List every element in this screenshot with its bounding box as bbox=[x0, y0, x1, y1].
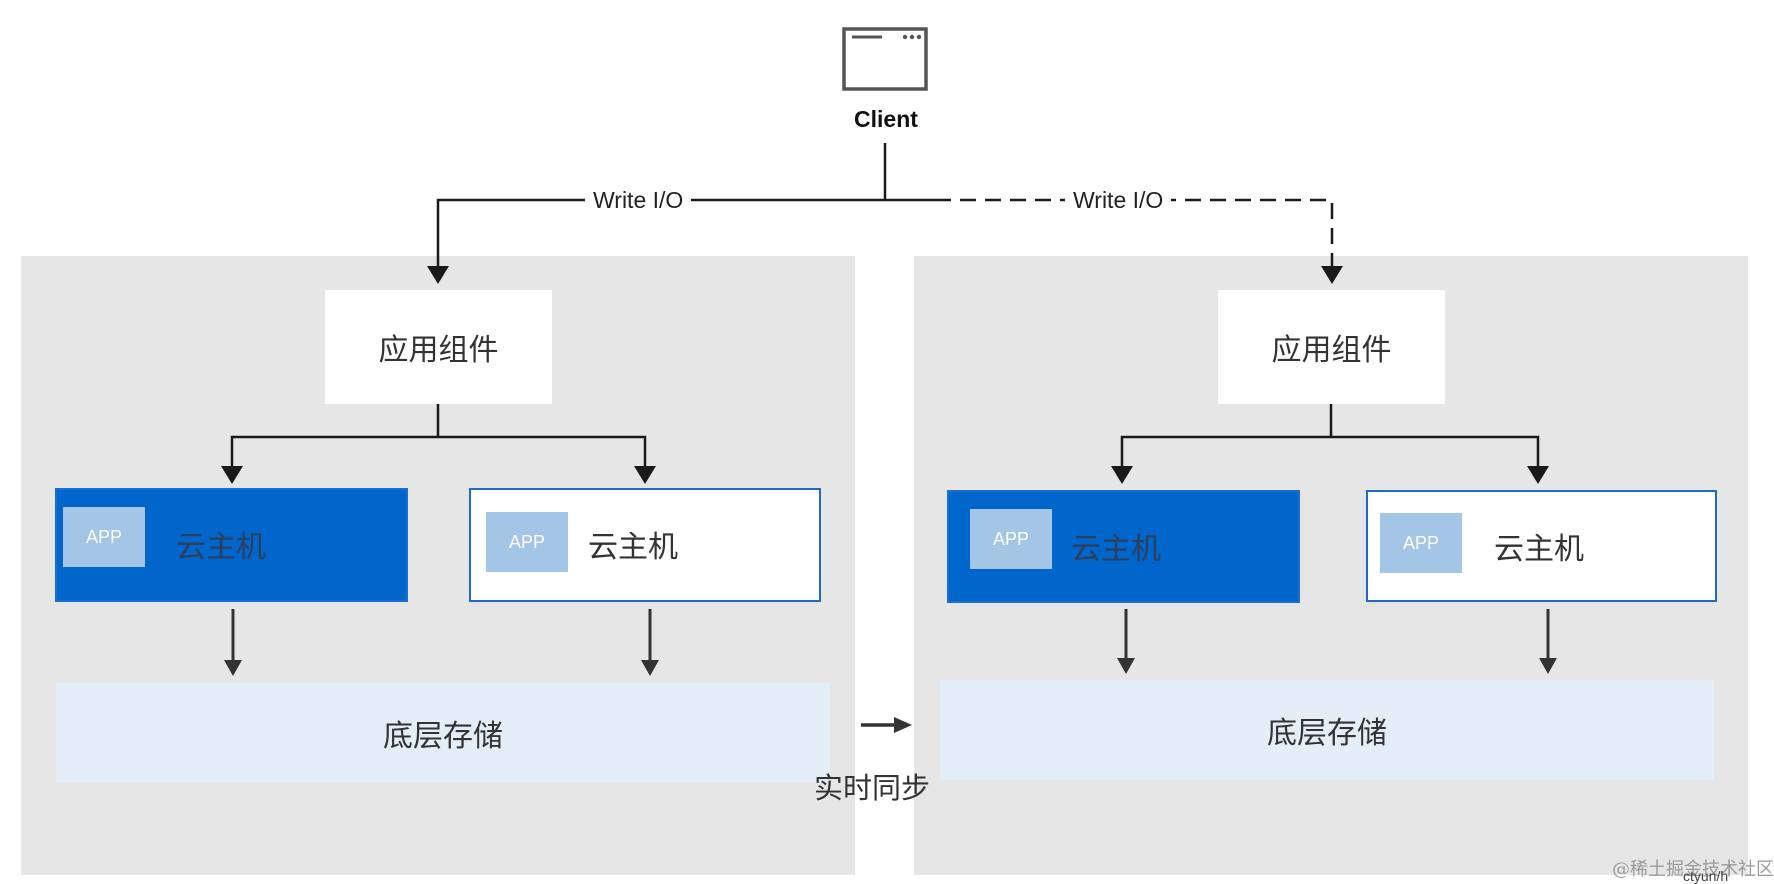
vm-label: 云主机 bbox=[176, 530, 266, 565]
app-tag: APP bbox=[63, 507, 145, 567]
watermark: @稀土掘金技术社区 bbox=[1612, 859, 1774, 880]
app-tag: APP bbox=[970, 509, 1052, 569]
vm-label: 云主机 bbox=[588, 530, 678, 565]
vm-label: 云主机 bbox=[1071, 532, 1161, 567]
secondary-vm-1: APP 云主机 bbox=[947, 490, 1300, 603]
vm-label: 云主机 bbox=[1494, 532, 1584, 567]
app-tag: APP bbox=[486, 512, 568, 572]
secondary-app-component: 应用组件 bbox=[1218, 290, 1445, 404]
primary-vm-2: APP 云主机 bbox=[469, 488, 821, 602]
primary-vm-1: APP 云主机 bbox=[55, 488, 408, 602]
primary-storage: 底层存储 bbox=[56, 683, 830, 782]
primary-app-component: 应用组件 bbox=[325, 290, 552, 404]
primary-write-label: Write I/O bbox=[585, 186, 692, 214]
client-node bbox=[842, 27, 928, 91]
secondary-write-label: Write I/O bbox=[1065, 186, 1172, 214]
browser-window-icon bbox=[842, 27, 928, 91]
secondary-storage: 底层存储 bbox=[940, 680, 1714, 780]
watermark-sub: ctyun/h bbox=[1683, 868, 1729, 884]
app-tag: APP bbox=[1380, 513, 1462, 573]
secondary-vm-2: APP 云主机 bbox=[1366, 490, 1717, 602]
sync-label: 实时同步 bbox=[814, 771, 931, 805]
sync-arrowhead bbox=[894, 717, 912, 733]
client-label: Client bbox=[854, 106, 918, 132]
